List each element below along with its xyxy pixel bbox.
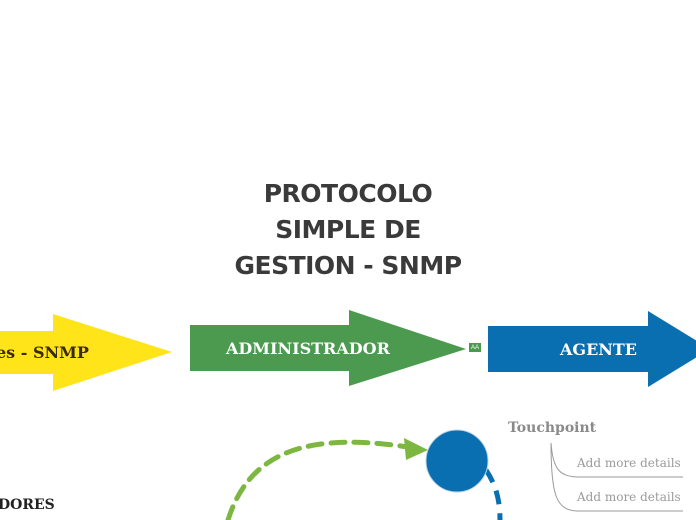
title-line: SIMPLE DE xyxy=(275,215,421,244)
yellow-arrow-label[interactable]: es - SNMP xyxy=(0,343,89,362)
administrador-label[interactable]: ADMINISTRADOR xyxy=(226,339,390,358)
circle-node[interactable] xyxy=(425,429,489,493)
text-style-badge-icon[interactable]: AA xyxy=(468,342,482,353)
diagram-title[interactable]: PROTOCOLO SIMPLE DE GESTION - SNMP xyxy=(200,176,496,284)
agente-label[interactable]: AGENTE xyxy=(560,340,637,359)
touchpoint-branch-line xyxy=(550,442,683,478)
blue-dashed-connector xyxy=(483,468,503,520)
title-line: PROTOCOLO xyxy=(263,179,433,208)
title-line: GESTION - SNMP xyxy=(234,251,462,280)
blue-arrow[interactable] xyxy=(488,311,696,387)
detail-item[interactable]: Add more details xyxy=(577,490,681,504)
touchpoint-branch-line xyxy=(550,442,683,512)
touchpoint-title[interactable]: Touchpoint xyxy=(508,420,597,436)
green-connector-arrowhead xyxy=(404,438,428,460)
yellow-arrow[interactable] xyxy=(0,314,172,391)
green-arrow[interactable] xyxy=(190,310,466,386)
partial-topic-label[interactable]: DORES xyxy=(0,497,55,513)
green-dashed-connector xyxy=(225,439,423,520)
detail-item[interactable]: Add more details xyxy=(577,456,681,470)
